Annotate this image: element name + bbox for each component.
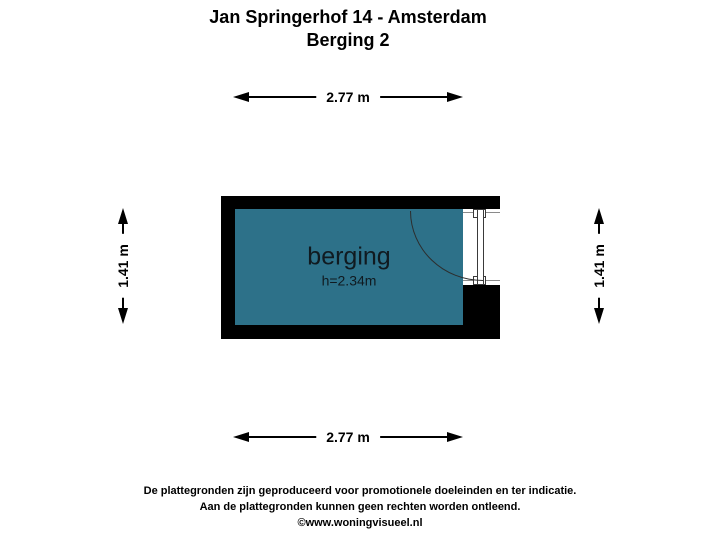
dimension-top: 2.77 m bbox=[233, 87, 463, 107]
footer-disclaimer: De plattegronden zijn geproduceerd voor … bbox=[0, 483, 720, 531]
footer-copyright: ©www.woningvisueel.nl bbox=[297, 517, 423, 529]
dimension-bottom: 2.77 m bbox=[233, 427, 463, 447]
room-label-block: berging h=2.34m bbox=[235, 242, 463, 289]
arrowhead-down-icon bbox=[594, 308, 604, 324]
footer-line-1: De plattegronden zijn geproduceerd voor … bbox=[143, 485, 577, 497]
footer-line-2: Aan de plattegronden kunnen geen rechten… bbox=[199, 501, 521, 513]
dimension-right-label: 1.41 m bbox=[589, 234, 609, 298]
dimension-left-label: 1.41 m bbox=[113, 234, 133, 298]
arrowhead-right-icon bbox=[447, 432, 463, 442]
arrowhead-up-icon bbox=[594, 208, 604, 224]
arrowhead-up-icon bbox=[118, 208, 128, 224]
arrowhead-left-icon bbox=[233, 92, 249, 102]
page-title: Jan Springerhof 14 - Amsterdam Berging 2 bbox=[0, 6, 696, 52]
dimension-right: 1.41 m bbox=[589, 208, 609, 324]
dimension-top-label: 2.77 m bbox=[316, 87, 380, 107]
arrowhead-right-icon bbox=[447, 92, 463, 102]
room-height-label: h=2.34m bbox=[321, 272, 377, 289]
arrowhead-left-icon bbox=[233, 432, 249, 442]
dimension-left: 1.41 m bbox=[113, 208, 133, 324]
arrowhead-down-icon bbox=[118, 308, 128, 324]
floorplan-walls: berging h=2.34m bbox=[221, 196, 500, 339]
title-address: Jan Springerhof 14 - Amsterdam bbox=[209, 7, 487, 27]
room-label: berging bbox=[307, 242, 391, 271]
title-subtitle: Berging 2 bbox=[306, 30, 390, 50]
dimension-bottom-label: 2.77 m bbox=[316, 427, 380, 447]
